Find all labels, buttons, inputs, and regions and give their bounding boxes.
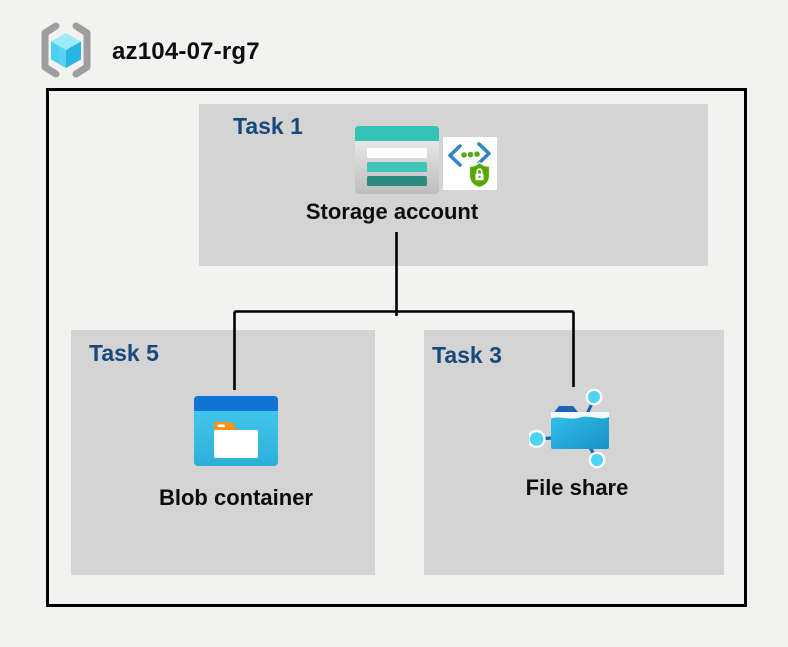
storage-account-icon — [355, 126, 439, 194]
resource-group-icon — [41, 22, 91, 78]
task-1-label: Task 1 — [233, 113, 303, 139]
file-share-label: File share — [525, 475, 629, 500]
resource-group-name: az104-07-rg7 — [112, 38, 260, 65]
blob-container-label: Blob container — [158, 485, 313, 510]
task-5-label: Task 5 — [89, 340, 159, 366]
blob-container-icon — [194, 396, 278, 466]
task-5-box: Task 5 Blob container — [71, 330, 375, 575]
file-share-icon — [529, 388, 609, 469]
secure-access-icon — [443, 137, 497, 190]
task-3-box: Task 3 File share — [424, 330, 724, 575]
task-3-label: Task 3 — [432, 342, 502, 368]
storage-account-label: Storage account — [305, 199, 479, 224]
task-1-box: Task 1 Storage account — [199, 104, 708, 266]
resource-group-header: az104-07-rg7 — [0, 0, 788, 88]
